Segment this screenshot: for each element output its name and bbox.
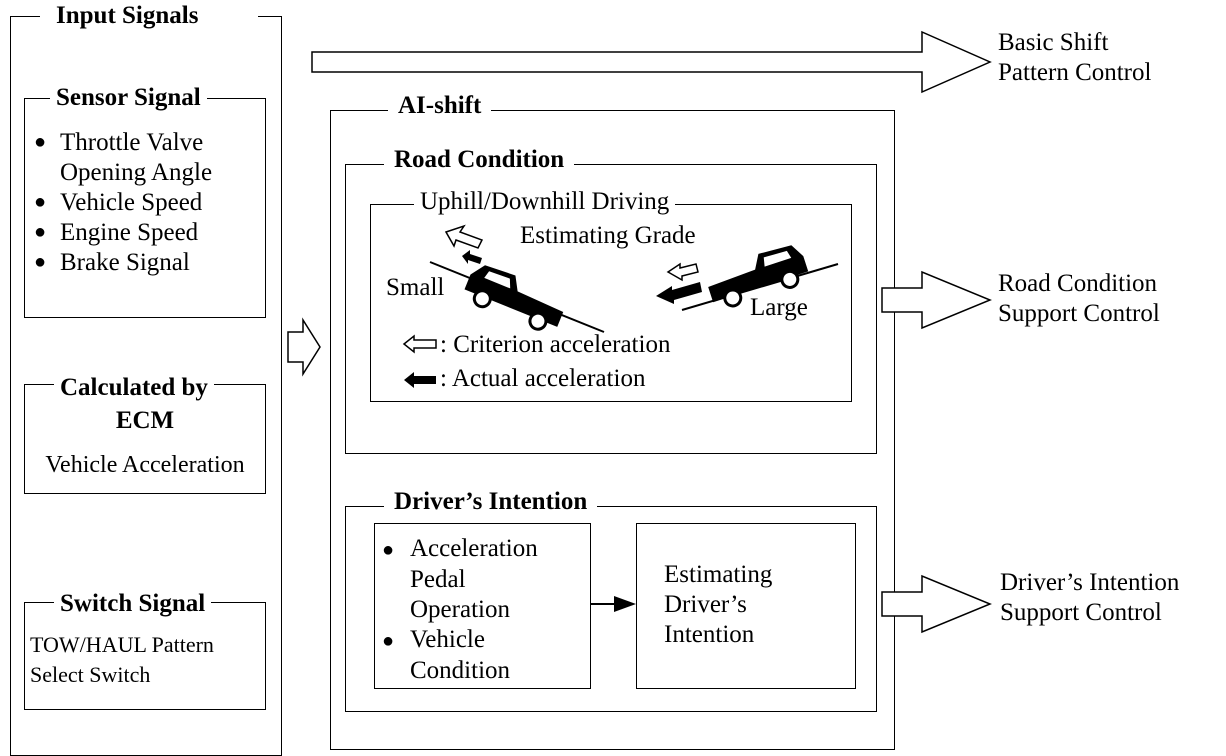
road-condition-title: Road Condition: [384, 146, 575, 174]
estimating-driver-box: [636, 523, 856, 689]
ecm-title-line2: ECM: [115, 407, 175, 434]
driver-intention-box: [345, 506, 877, 712]
diagram-graphics: [287, 30, 992, 634]
driver-connector-head: [614, 596, 636, 612]
driver-inputs-box: [374, 523, 591, 689]
driver-intention-title: Driver’s Intention: [384, 488, 598, 516]
sensor-item-engine-speed: Engine Speed: [30, 217, 212, 248]
ecm-value: Vehicle Acceleration: [45, 452, 245, 478]
road-output-arrow: [881, 270, 992, 330]
sensor-item-brake: Brake Signal: [30, 247, 212, 278]
legend-actual-symbol: [404, 372, 436, 388]
basic-shift-arrow: [311, 30, 992, 94]
input-to-ai-arrow: [287, 317, 321, 377]
uphill-criterion-arrow: [666, 262, 699, 282]
driver-output-arrow: [881, 574, 992, 634]
uphill-truck: [708, 245, 809, 308]
road-condition-box: [345, 164, 877, 454]
switch-line1: TOW/HAUL Pattern: [30, 632, 214, 657]
downhill-criterion-arrow: [444, 224, 484, 249]
switch-line2: Select Switch: [30, 662, 151, 687]
estimating-grade-label: Estimating Grade: [520, 222, 696, 249]
output-basic-shift: Basic Shift Pattern Control: [998, 29, 1152, 86]
large-label: Large: [750, 294, 808, 321]
small-label: Small: [386, 274, 445, 301]
output-road-condition: Road Condition Support Control: [998, 270, 1160, 327]
legend-criterion-symbol: [402, 334, 437, 354]
uphill-title: Uphill/Downhill Driving: [414, 188, 676, 216]
driver-item-1: ●Acceleration Pedal Operation ●Vehicle C…: [382, 535, 538, 684]
uphill-actual-arrow: [656, 282, 702, 304]
legend-criterion: : Criterion acceleration: [440, 331, 671, 358]
sensor-signal-title: Sensor Signal: [50, 84, 207, 112]
downhill-actual-arrow: [462, 250, 482, 264]
sensor-item-vehicle-speed: Vehicle Speed: [30, 187, 212, 218]
ecm-title-line1: Calculated by: [54, 374, 214, 402]
input-signals-topline-left: [10, 16, 40, 17]
ai-shift-title: AI-shift: [388, 92, 492, 120]
bullet-dot-1: ●: [382, 539, 395, 561]
switch-signal-title: Switch Signal: [54, 590, 212, 618]
legend-actual: : Actual acceleration: [440, 365, 646, 392]
estimating-driver-text: Estimating Driver’s Intention: [664, 561, 773, 648]
bullet-dot-2: ●: [382, 630, 395, 652]
downhill-truck: [464, 265, 564, 331]
input-signals-topline-right: [258, 16, 282, 17]
input-signals-title: Input Signals: [56, 2, 199, 30]
output-driver-intention: Driver’s Intention Support Control: [1000, 569, 1180, 626]
